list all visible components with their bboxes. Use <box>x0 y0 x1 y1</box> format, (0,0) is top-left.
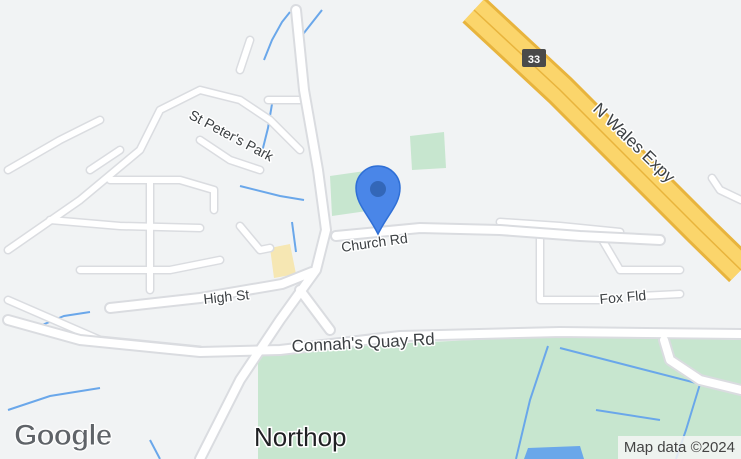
main-roads <box>2 4 741 459</box>
park-field-1 <box>410 132 446 170</box>
stream-3 <box>261 103 273 153</box>
shield-background <box>522 49 546 67</box>
pin-body <box>355 165 401 236</box>
location-pin-icon[interactable] <box>355 165 401 236</box>
minor-roads <box>3 35 741 355</box>
pond <box>524 446 584 459</box>
google-logo: Google <box>13 419 112 453</box>
route-shield-33: 33 <box>522 49 546 67</box>
stream-4 <box>239 185 305 201</box>
stream-5 <box>291 221 297 253</box>
stream-9 <box>515 345 549 459</box>
stream-12 <box>595 409 661 421</box>
label-fox-fld: Fox Fld <box>599 287 647 307</box>
place-label-northop: Northop <box>254 422 347 452</box>
highlight-area <box>270 244 296 278</box>
park-northop <box>258 336 741 459</box>
label-high-st: High St <box>203 286 250 307</box>
stream-7 <box>7 387 101 411</box>
park-areas <box>258 132 741 459</box>
map-attribution[interactable]: Map data ©2024 <box>617 436 741 459</box>
pin-dot <box>370 181 386 197</box>
stream-8 <box>149 439 161 459</box>
stream-1 <box>263 11 291 61</box>
shield-number: 33 <box>528 54 540 66</box>
